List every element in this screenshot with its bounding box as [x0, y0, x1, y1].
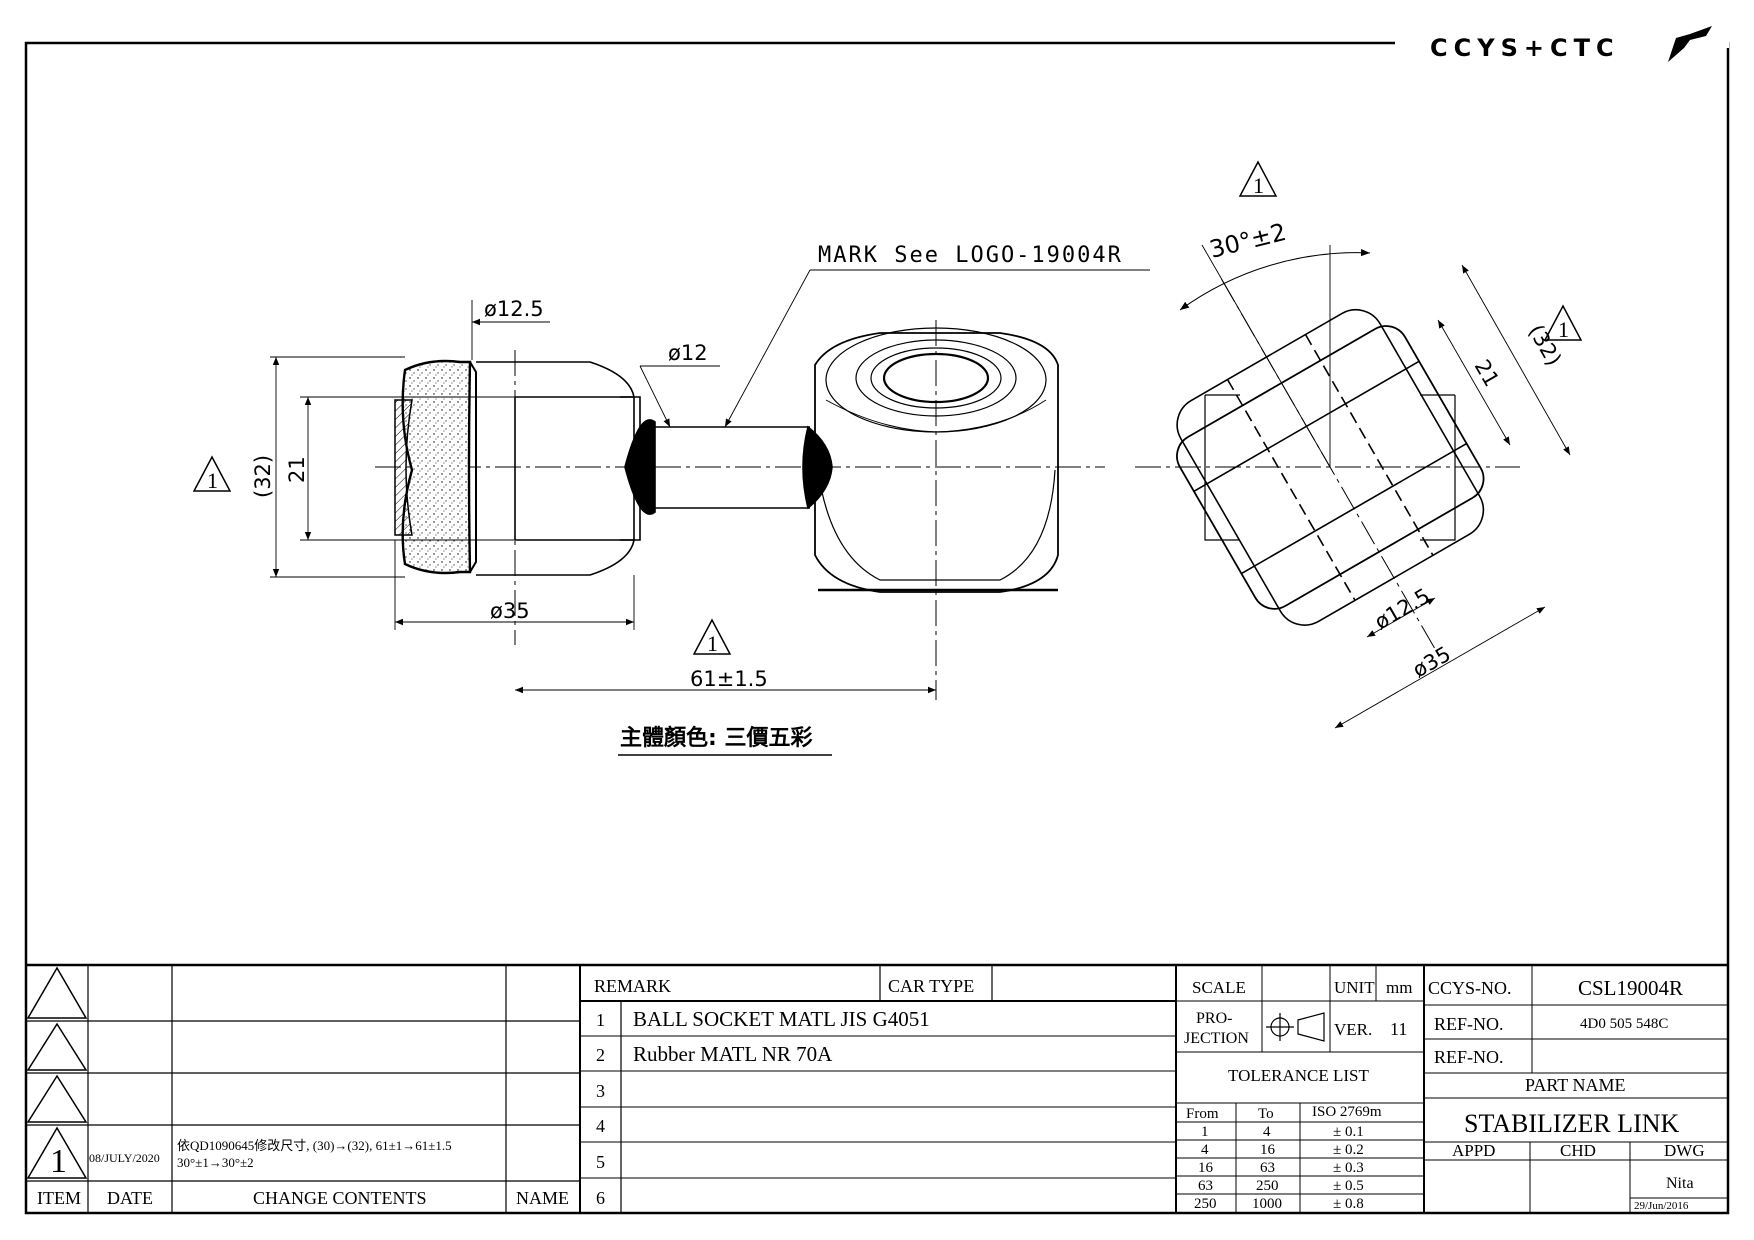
remark-2-text: Rubber MATL NR 70A: [633, 1042, 833, 1066]
unit-label: UNIT: [1334, 978, 1375, 997]
end-view: [1135, 244, 1571, 729]
tol-row-3-from: 16: [1198, 1160, 1214, 1176]
remark-3-no: 3: [596, 1081, 605, 1101]
tolerance-title: TOLERANCE LIST: [1228, 1066, 1369, 1085]
projection-symbol-icon: [1266, 1012, 1325, 1042]
tolerance-col-from: From: [1186, 1106, 1219, 1122]
ref-no-label-2: REF-NO.: [1434, 1047, 1504, 1067]
tol-row-4-to: 250: [1256, 1178, 1279, 1194]
chd-label: CHD: [1560, 1141, 1596, 1160]
dim-d35-side: ø35: [490, 599, 530, 623]
rev-marker-right-label: 1: [1558, 317, 1569, 342]
dim-d12-side: ø12: [668, 341, 708, 365]
projection-label-1: PRO-: [1196, 1010, 1232, 1027]
dwg-label: DWG: [1664, 1141, 1705, 1160]
tol-row-3-tol: ± 0.3: [1333, 1160, 1364, 1176]
rev-marker-bottom: 1: [692, 618, 732, 656]
unit-value: mm: [1386, 978, 1412, 997]
rev-row-4-date: 08/JULY/2020: [89, 1151, 160, 1165]
remark-6-no: 6: [596, 1188, 605, 1208]
dim-d35-end: ø35: [1409, 642, 1455, 683]
tolerance-col-std: ISO 2769m: [1312, 1104, 1382, 1120]
ref-no-1: 4D0 505 548C: [1580, 1016, 1668, 1032]
rev-marker-angle: 1: [1238, 160, 1278, 198]
tol-row-2-from: 4: [1201, 1142, 1209, 1158]
tol-row-1-from: 1: [1201, 1124, 1209, 1140]
tol-row-4-from: 63: [1198, 1178, 1213, 1194]
mark-note: MARK See LOGO-19004R: [818, 243, 1123, 268]
dim-32-side: (32): [251, 455, 275, 498]
remark-5-no: 5: [596, 1152, 605, 1172]
tol-row-5-to: 1000: [1252, 1196, 1282, 1212]
color-note: 主體顏色: 三價五彩: [620, 725, 812, 751]
rev-row-4-change-2: 30°±1→30°±2: [177, 1155, 254, 1170]
tol-row-1-tol: ± 0.1: [1333, 1124, 1364, 1140]
tol-row-5-from: 250: [1194, 1196, 1217, 1212]
rev-header-item: ITEM: [37, 1188, 81, 1208]
ver-label: VER.: [1334, 1020, 1372, 1039]
ver-value: 11: [1390, 1019, 1407, 1039]
rev-marker-left-label: 1: [207, 468, 218, 493]
company-logo: CCYS+CTC: [1430, 26, 1712, 62]
dwg-date: 29/Jun/2016: [1634, 1200, 1689, 1212]
dim-angle-end: 30°±2: [1207, 218, 1289, 264]
tol-row-5-tol: ± 0.8: [1333, 1196, 1364, 1212]
part-name: STABILIZER LINK: [1464, 1109, 1679, 1138]
dim-d12-5-side: ø12.5: [484, 297, 544, 321]
tolerance-col-to: To: [1258, 1106, 1274, 1122]
remark-1-text: BALL SOCKET MATL JIS G4051: [633, 1007, 930, 1031]
tol-row-2-to: 16: [1260, 1142, 1276, 1158]
dim-61-side: 61±1.5: [690, 667, 768, 691]
rev-marker-bottom-label: 1: [707, 631, 718, 656]
logo-text: CCYS+CTC: [1430, 34, 1620, 62]
remark-4-no: 4: [596, 1116, 605, 1136]
rev-table-triangles: [26, 966, 88, 1179]
car-type-label: CAR TYPE: [888, 976, 974, 996]
tol-row-1-to: 4: [1263, 1124, 1271, 1140]
rev-row-4-item: 1: [50, 1143, 67, 1180]
tol-row-2-tol: ± 0.2: [1333, 1142, 1364, 1158]
tol-row-3-to: 63: [1260, 1160, 1275, 1176]
scale-label: SCALE: [1192, 978, 1246, 997]
tol-row-4-tol: ± 0.5: [1333, 1178, 1364, 1194]
ccys-no-label: CCYS-NO.: [1428, 978, 1512, 998]
rev-header-date: DATE: [107, 1188, 153, 1208]
title-block-lines: [26, 963, 1728, 1213]
remark-1-no: 1: [596, 1010, 605, 1030]
side-view: [270, 269, 1150, 700]
dim-21-side: 21: [285, 456, 309, 483]
rev-marker-angle-label: 1: [1253, 173, 1264, 198]
ref-no-label-1: REF-NO.: [1434, 1014, 1504, 1034]
projection-label-2: JECTION: [1184, 1030, 1249, 1047]
rev-header-name: NAME: [516, 1188, 569, 1208]
rev-marker-left: 1: [192, 455, 232, 493]
remark-header: REMARK: [594, 976, 671, 996]
sheet-border: [24, 41, 1730, 1215]
logo-mark-icon: [1650, 26, 1712, 62]
ccys-no: CSL19004R: [1578, 976, 1683, 1000]
dim-21-end: 21: [1470, 356, 1504, 391]
rev-row-4-change-1: 依QD1090645修改尺寸, (30)→(32), 61±1→61±1.5: [177, 1138, 452, 1153]
remark-2-no: 2: [596, 1045, 605, 1065]
part-name-label: PART NAME: [1525, 1075, 1625, 1095]
rev-header-change: CHANGE CONTENTS: [253, 1188, 427, 1208]
appd-label: APPD: [1452, 1141, 1495, 1160]
dwg-value: Nita: [1666, 1175, 1694, 1192]
